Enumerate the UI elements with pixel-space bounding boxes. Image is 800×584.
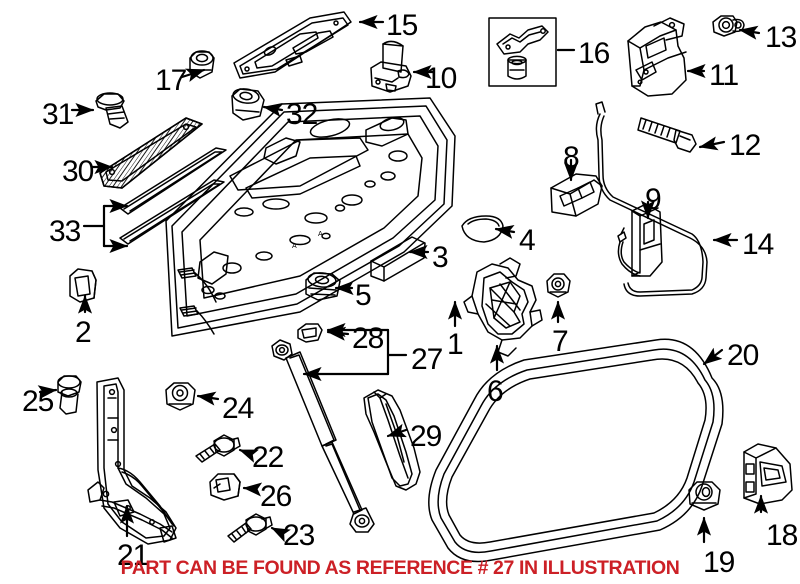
callout-28-strut-ball-clip: 28: [352, 322, 384, 355]
part-21-hinge-assembly: [87, 377, 177, 545]
part-31-bolt-short: [95, 92, 129, 129]
leader-4: [494, 224, 516, 239]
part-8-striker-cover: [550, 173, 603, 217]
callout-7-nut: 7: [552, 325, 569, 358]
part-1-trunk-lid-panel: A A: [165, 97, 456, 337]
svg-text:A: A: [318, 231, 323, 238]
callout-26-clip: 26: [260, 480, 292, 513]
leader-12: [698, 136, 726, 151]
callout-17-grommet: 17: [155, 64, 187, 97]
part-12-bolt-long: [637, 117, 697, 153]
callout-20-weatherstrip-seal: 20: [727, 339, 759, 372]
part-15-reinforcement-rail: [233, 11, 352, 79]
leader-24: [196, 391, 220, 406]
leader-23: [270, 526, 291, 543]
callout-14-release-cable: 14: [742, 228, 774, 261]
part-2-bumper-stop: [69, 268, 97, 303]
part-16-bracket-and-grommet-kit: [488, 17, 557, 87]
part-18-striker-bracket: [743, 443, 793, 505]
part-26-clip: [209, 473, 241, 501]
leader-29: [386, 423, 408, 438]
callout-6-latch-assembly: 6: [487, 375, 504, 408]
leader-22: [238, 448, 259, 463]
callout-33-trim-strip-pair: 33: [49, 215, 81, 248]
part-22-screw: [195, 434, 241, 463]
callout-12-bolt-long: 12: [729, 129, 761, 162]
part-19-nut-cap: [688, 481, 721, 511]
callout-30-mesh-panel: 30: [62, 155, 94, 188]
callout-8-striker-cover: 8: [563, 141, 580, 174]
callout-13-grommet-washer: 13: [765, 21, 797, 54]
callout-10-lock-actuator: 10: [425, 62, 457, 95]
part-10-lock-actuator: [370, 40, 412, 93]
leader-32: [262, 102, 284, 117]
part-24-nut-flange: [165, 382, 196, 411]
svg-text:A: A: [292, 243, 297, 250]
callout-15-reinforcement-rail: 15: [386, 9, 418, 42]
part-30-mesh-panel: [99, 117, 203, 189]
callout-11-hinge-bracket: 11: [709, 59, 739, 92]
part-25-bushing-pin: [57, 375, 82, 415]
callout-24-nut-flange: 24: [222, 392, 254, 425]
callout-31-bolt-short: 31: [42, 98, 74, 131]
callout-16-bracket-and-grommet-kit: 16: [578, 37, 610, 70]
leader-28: [326, 326, 350, 341]
callout-23-screw-lower: 23: [283, 519, 315, 552]
leader-13: [738, 25, 761, 40]
leader-25: [37, 385, 58, 400]
part-13-grommet-washer: [712, 15, 745, 37]
part-7-nut: [546, 273, 571, 298]
callout-19-nut-cap: 19: [703, 546, 735, 579]
part-6-latch-assembly: [463, 257, 543, 357]
part-32-grommet-bushing: [231, 88, 265, 121]
callout-18-striker-bracket: 18: [766, 519, 798, 552]
leader-17: [180, 68, 206, 83]
part-20-weatherstrip-seal: [428, 338, 724, 563]
part-11-hinge-bracket: [627, 17, 687, 97]
leader-20: [702, 347, 724, 366]
callout-21-hinge-assembly: 21: [117, 539, 149, 572]
part-28-strut-ball-clip: [297, 323, 323, 343]
callout-3-wedge-block: 3: [432, 241, 449, 274]
callout-5-bushing: 5: [355, 279, 372, 312]
callout-25-bushing-pin: 25: [22, 385, 54, 418]
callout-4-pad: 4: [519, 224, 536, 257]
callout-27-gas-strut-kit: 27: [411, 343, 443, 376]
callout-2-bumper-stop: 2: [75, 316, 92, 349]
callout-32-grommet-bushing: 32: [286, 98, 318, 131]
part-27-gas-strut: [271, 339, 375, 533]
part-14-release-cable: [595, 101, 708, 297]
leader-26: [242, 482, 263, 497]
callout-9-lock-cylinder-housing: 9: [645, 183, 662, 216]
part-23-screw-lower: [227, 513, 273, 543]
callout-22-screw: 22: [252, 441, 284, 474]
part-3-wedge-block: [370, 236, 426, 282]
callout-1-trunk-lid-panel: 1: [447, 328, 464, 361]
callout-29-hinge-cover: 29: [410, 420, 442, 453]
footnote-text: PART CAN BE FOUND AS REFERENCE # 27 IN I…: [120, 557, 680, 579]
